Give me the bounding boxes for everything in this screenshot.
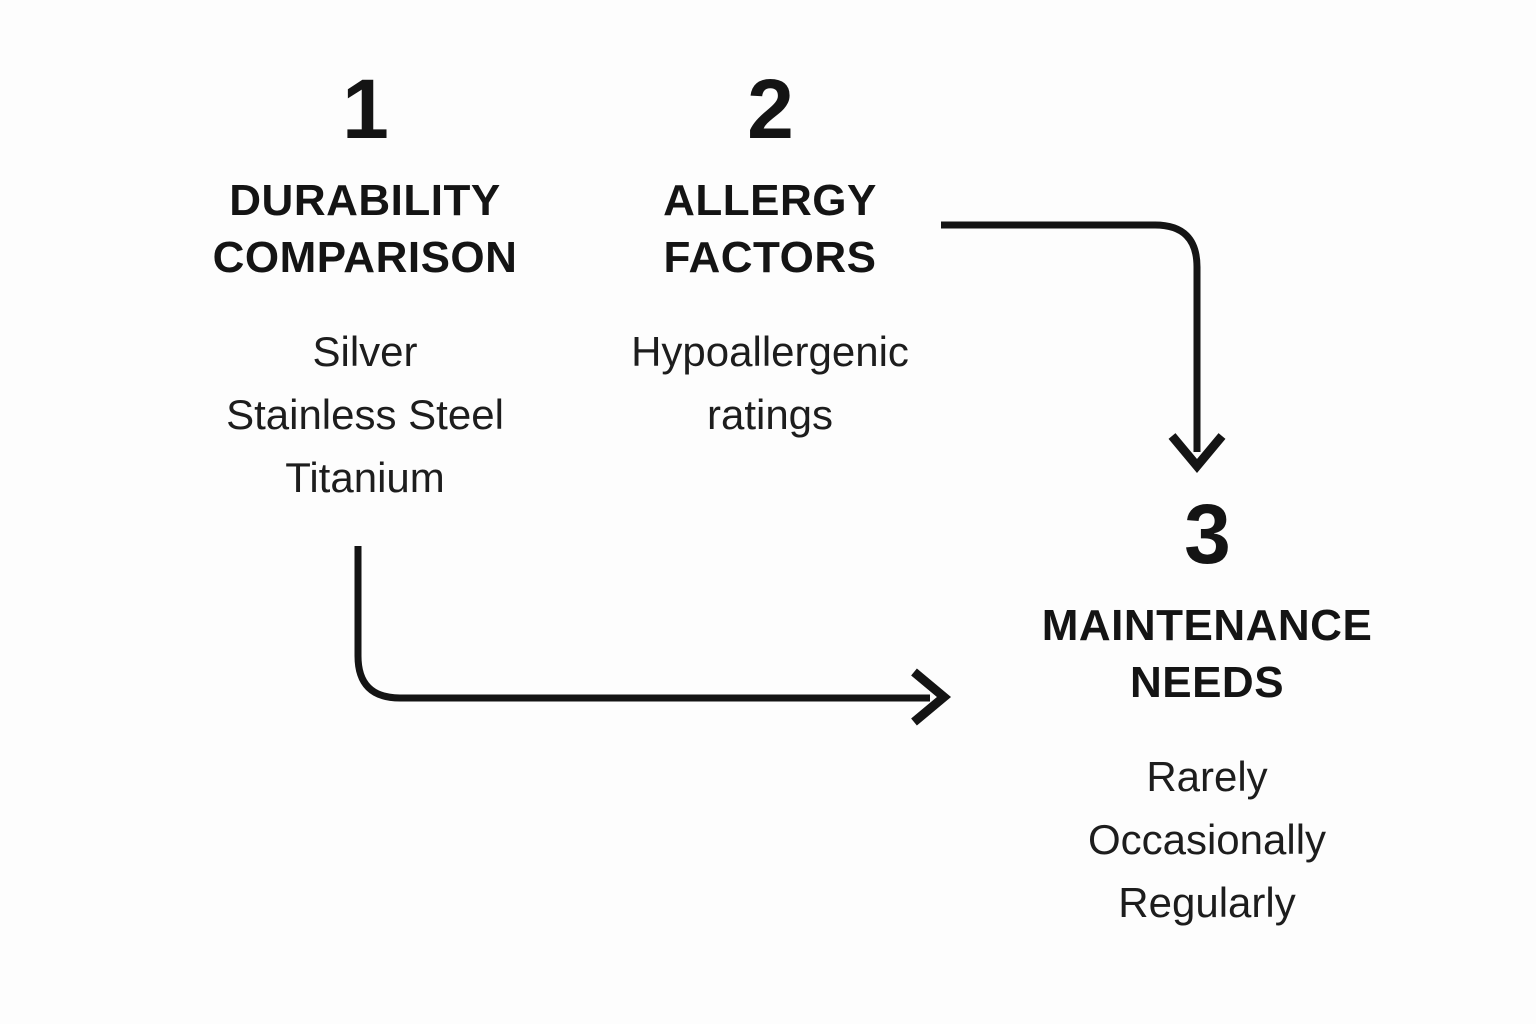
connector-allergy-to-maintenance-icon <box>941 221 1226 474</box>
step-block-3: 3 MAINTENANCE NEEDS Rarely Occasionally … <box>962 487 1452 934</box>
step-number-3: 3 <box>1184 487 1231 581</box>
step-title-line-2: FACTORS <box>663 232 877 282</box>
list-item: Hypoallergenic <box>631 328 909 376</box>
list-item: Titanium <box>285 454 445 502</box>
step-block-2: 2 ALLERGY FACTORS Hypoallergenic ratings <box>560 62 980 446</box>
step-title-line-1: ALLERGY <box>663 175 877 225</box>
step-title-line-1: MAINTENANCE <box>1041 600 1373 650</box>
list-item: ratings <box>706 391 834 439</box>
list-item: Occasionally <box>1087 816 1327 864</box>
list-item: Regularly <box>1118 879 1296 927</box>
step-items-1: Silver Stainless Steel Titanium <box>140 320 590 509</box>
list-item: Stainless Steel <box>226 391 504 439</box>
step-number-2: 2 <box>747 62 794 156</box>
step-title-3: MAINTENANCE NEEDS <box>962 597 1452 711</box>
step-title-1: DURABILITY COMPARISON <box>140 172 590 286</box>
step-block-1: 1 DURABILITY COMPARISON Silver Stainless… <box>140 62 590 509</box>
list-item: Silver <box>312 328 418 376</box>
step-title-line-2: COMPARISON <box>212 232 518 282</box>
step-title-line-1: DURABILITY <box>229 175 501 225</box>
step-title-line-2: NEEDS <box>1129 657 1285 707</box>
step-items-3: Rarely Occasionally Regularly <box>962 745 1452 934</box>
step-items-2: Hypoallergenic ratings <box>560 320 980 446</box>
step-number-1: 1 <box>342 62 389 156</box>
list-item: Rarely <box>1146 753 1268 801</box>
connector-durability-to-maintenance-icon <box>354 546 952 726</box>
step-title-2: ALLERGY FACTORS <box>560 172 980 286</box>
